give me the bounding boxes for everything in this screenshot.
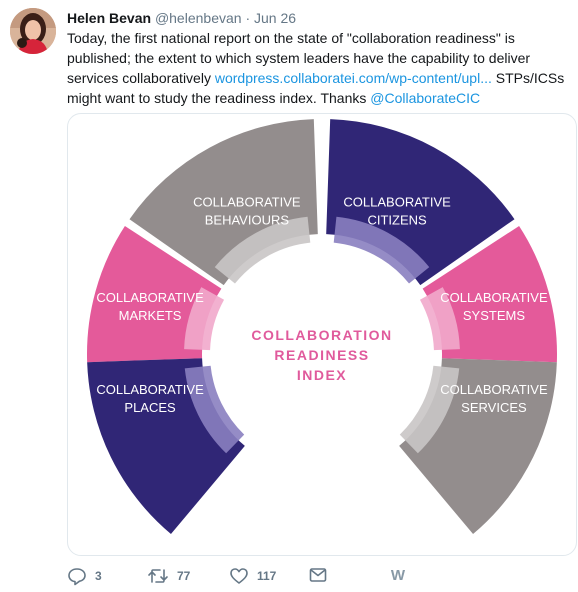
retweet-button[interactable]: 77	[147, 565, 190, 587]
tweet-image[interactable]: COLLABORATIVE BEHAVIOURS COLLABORATIVE CITI…	[67, 113, 577, 556]
segment-label-markets-1: MARKETS	[119, 308, 182, 323]
segment-ring-services	[399, 365, 460, 454]
direct-message-button[interactable]	[308, 565, 328, 585]
center-title-line-1: READINESS	[274, 347, 369, 363]
segment-label-systems-0: COLLABORATIVE	[440, 290, 548, 305]
segment-label-services-1: SERVICES	[461, 400, 527, 415]
segment-ring-markets	[184, 287, 225, 351]
tweet-date[interactable]: Jun 26	[254, 10, 297, 26]
reply-button[interactable]: 3	[67, 565, 102, 587]
author-name[interactable]: Helen Bevan	[67, 10, 152, 26]
segment-ring-citizens	[333, 216, 430, 284]
center-title-line-2: INDEX	[297, 367, 347, 383]
like-button[interactable]: 117	[229, 565, 276, 587]
header-separator: ·	[245, 10, 251, 26]
tweet-header: Helen Bevan @helenbevan · Jun 26	[67, 9, 296, 27]
segment-label-markets-0: COLLABORATIVE	[96, 290, 204, 305]
center-title-line-0: COLLABORATION	[251, 327, 392, 343]
svg-text:W: W	[391, 567, 406, 584]
tweet-actions: 3 77 117 W	[67, 565, 487, 587]
segment-label-places-0: COLLABORATIVE	[96, 382, 204, 397]
author-avatar[interactable]	[10, 8, 56, 54]
segment-ring-behaviours	[214, 216, 311, 284]
segment-label-behaviours-0: COLLABORATIVE	[193, 195, 301, 210]
segment-ring-places	[184, 365, 245, 454]
segment-label-systems-1: SYSTEMS	[463, 308, 525, 323]
segment-label-behaviours-1: BEHAVIOURS	[205, 213, 290, 228]
mention-link[interactable]: @CollaborateCIC	[370, 90, 481, 106]
author-handle[interactable]: @helenbevan	[154, 10, 242, 26]
reply-icon	[68, 568, 86, 586]
segment-label-places-1: PLACES	[124, 400, 176, 415]
retweet-count: 77	[177, 569, 191, 583]
retweet-icon	[148, 569, 168, 583]
w-logo-icon: W	[391, 567, 406, 584]
like-icon	[230, 568, 248, 584]
segment-label-citizens-0: COLLABORATIVE	[343, 195, 451, 210]
tweet-url-link[interactable]: wordpress.collaboratei.com/wp-content/up…	[214, 70, 492, 86]
like-count: 117	[257, 569, 277, 583]
tweet-text-part1: Today, the first national report on the …	[67, 30, 531, 86]
w-logo-button[interactable]: W	[388, 565, 408, 585]
segment-ring-systems	[419, 287, 460, 351]
reply-count: 3	[95, 569, 102, 583]
tweet-text-part2: STPs/ICSs might want to study the readin…	[67, 70, 565, 106]
segment-label-services-0: COLLABORATIVE	[440, 382, 548, 397]
collaboration-readiness-infographic: COLLABORATIVE BEHAVIOURS COLLABORATIVE CITI…	[87, 119, 557, 535]
segment-label-citizens-1: CITIZENS	[367, 213, 427, 228]
tweet-text: Today, the first national report on the …	[67, 28, 567, 108]
direct-message-icon	[309, 568, 327, 582]
